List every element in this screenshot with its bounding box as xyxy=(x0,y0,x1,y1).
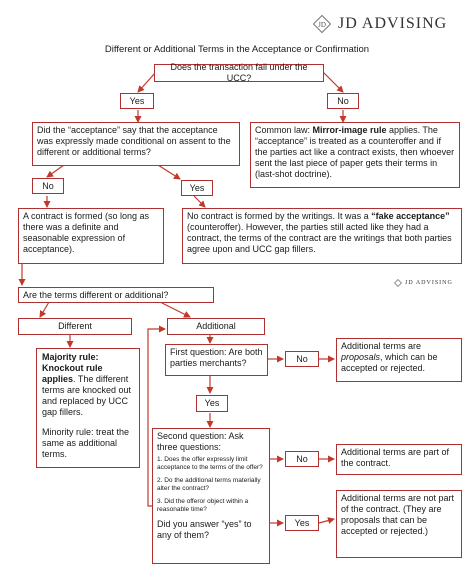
majority-minority-box: Majority rule: Knockout rule applies. Th… xyxy=(36,348,140,468)
common-law-bold: Mirror-image rule xyxy=(312,125,387,135)
common-law-rest: applies. The “acceptance” is treated as … xyxy=(255,125,455,179)
contract-formed-box: A contract is formed (so long as there w… xyxy=(18,208,164,264)
no-label-1: No xyxy=(327,93,359,109)
yes-label-2: Yes xyxy=(181,180,213,196)
majority-rule-bold: Majority rule: Knockout rule applies xyxy=(42,352,103,384)
proposals-box: Additional terms are proposals, which ca… xyxy=(336,338,462,382)
no-label-3: No xyxy=(285,351,319,367)
small-logo-text: JD ADVISING xyxy=(405,280,453,286)
acceptance-question-box: Did the “acceptance” say that the accept… xyxy=(32,122,240,166)
proposals-lead: Additional terms are xyxy=(341,341,422,351)
svg-text:JD: JD xyxy=(318,21,326,29)
jd-advising-small-logo-icon xyxy=(394,279,402,287)
common-law-lead: Common law: xyxy=(255,125,313,135)
proposals-rest: , which can be accepted or rejected. xyxy=(341,352,438,373)
second-question-box: Second question: Ask three questions: 1.… xyxy=(152,428,270,564)
page-title: Different or Additional Terms in the Acc… xyxy=(104,44,370,55)
logo-text: JD ADVISING xyxy=(338,15,448,32)
no-contract-lead: No contract is formed by the writings. I… xyxy=(187,211,372,221)
proposals-italic: proposals xyxy=(341,352,381,362)
second-question-q3: 3. Did the offeror object within a reaso… xyxy=(157,498,249,513)
no-label-4: No xyxy=(285,451,319,467)
no-contract-box: No contract is formed by the writings. I… xyxy=(182,208,462,264)
minority-rule: Minority rule: treat the same as additio… xyxy=(42,427,130,459)
ucc-question-box: Does the transaction fall under the UCC? xyxy=(154,62,324,83)
second-question-closing: Did you answer “yes” to any of them? xyxy=(157,519,252,540)
second-question-q2: 2. Do the additional terms materially al… xyxy=(157,477,261,492)
majority-rule: Majority rule: Knockout rule applies. Th… xyxy=(42,352,134,418)
yes-label-1: Yes xyxy=(120,93,154,109)
second-question-q1: 1. Does the offer expressly limit accept… xyxy=(157,456,263,471)
not-part-of-contract-box: Additional terms are not part of the con… xyxy=(336,490,462,558)
second-question-intro: Second question: Ask three questions: xyxy=(157,431,244,452)
part-of-contract-box: Additional terms are part of the contrac… xyxy=(336,444,462,475)
majority-rule-rest: . The different terms are knocked out an… xyxy=(42,374,132,417)
jd-advising-logo-icon: JD xyxy=(312,14,332,34)
no-label-2: No xyxy=(32,178,64,194)
jd-advising-small-logo: JD ADVISING xyxy=(394,279,453,287)
first-question-box: First question: Are both parties merchan… xyxy=(165,344,268,376)
no-contract-rest: (counteroffer). However, the parties sti… xyxy=(187,222,452,254)
common-law-box: Common law: Mirror-image rule applies. T… xyxy=(250,122,460,188)
yes-label-4: Yes xyxy=(285,515,319,531)
different-label: Different xyxy=(18,318,132,335)
yes-label-3: Yes xyxy=(196,395,228,412)
jd-advising-logo: JD JD ADVISING xyxy=(312,14,447,34)
no-contract-bold: “fake acceptance” xyxy=(371,211,450,221)
additional-label: Additional xyxy=(167,318,265,335)
different-or-additional-box: Are the terms different or additional? xyxy=(18,287,214,303)
